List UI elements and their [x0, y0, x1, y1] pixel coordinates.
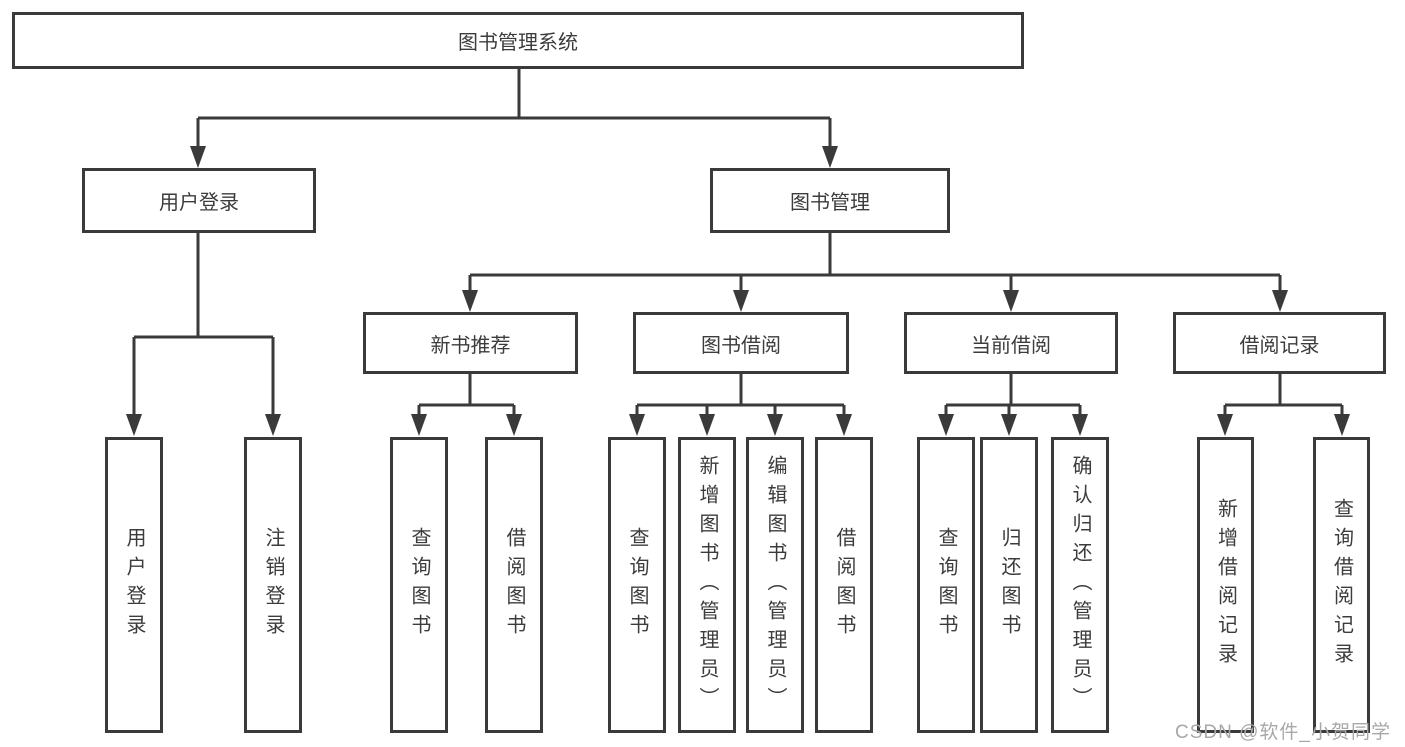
leaf-add-books-admin: 新增图书（管理员）	[678, 437, 736, 733]
leaf-label: 注销登录	[262, 527, 284, 643]
leaf-label: 查询图书	[408, 527, 430, 643]
leaf-label: 查询图书	[626, 527, 648, 643]
leaf-borrow-books: 借阅图书	[815, 437, 873, 733]
leaf-query-books-current: 查询图书	[917, 437, 975, 733]
node-current-borrowing: 当前借阅	[904, 312, 1118, 374]
arrowheads	[126, 146, 1350, 436]
leaf-query-books-borrowing: 查询图书	[608, 437, 666, 733]
leaf-borrow-books-recommend: 借阅图书	[485, 437, 543, 733]
node-label: 图书管理	[790, 192, 870, 214]
node-book-borrowing: 图书借阅	[633, 312, 849, 374]
node-label: 图书借阅	[701, 334, 781, 357]
leaf-label: 新增借阅记录	[1214, 498, 1237, 672]
node-new-book-recommend: 新书推荐	[363, 312, 578, 374]
leaf-label: 编辑图书（管理员）	[764, 454, 786, 716]
leaf-label: 查询图书	[935, 527, 957, 643]
node-label: 新书推荐	[430, 334, 511, 357]
leaf-logout: 注销登录	[244, 437, 302, 733]
leaf-edit-books-admin: 编辑图书（管理员）	[746, 437, 804, 733]
leaf-label: 用户登录	[123, 527, 145, 643]
node-user-login: 用户登录	[82, 168, 316, 233]
csdn-watermark: CSDN @软件_小贺同学	[1175, 722, 1391, 743]
leaf-label: 借阅图书	[503, 527, 525, 643]
leaf-confirm-return-admin: 确认归还（管理员）	[1051, 437, 1109, 733]
leaf-query-borrow-record: 查询借阅记录	[1313, 437, 1370, 733]
node-label: 图书管理系统	[458, 32, 578, 54]
leaf-user-login: 用户登录	[105, 437, 163, 733]
leaf-query-books-recommend: 查询图书	[390, 437, 448, 733]
node-borrowing-records: 借阅记录	[1173, 312, 1386, 374]
node-label: 当前借阅	[971, 334, 1051, 357]
node-label: 借阅记录	[1239, 334, 1320, 357]
node-root-system: 图书管理系统	[12, 12, 1024, 69]
node-book-management: 图书管理	[710, 168, 950, 233]
node-label: 用户登录	[159, 192, 239, 214]
leaf-label: 新增图书（管理员）	[696, 454, 718, 716]
leaf-label: 归还图书	[998, 527, 1020, 643]
leaf-add-borrow-record: 新增借阅记录	[1197, 437, 1254, 733]
leaf-label: 确认归还（管理员）	[1069, 454, 1091, 716]
leaf-return-books: 归还图书	[980, 437, 1038, 733]
leaf-label: 借阅图书	[833, 527, 855, 643]
leaf-label: 查询借阅记录	[1330, 498, 1353, 672]
